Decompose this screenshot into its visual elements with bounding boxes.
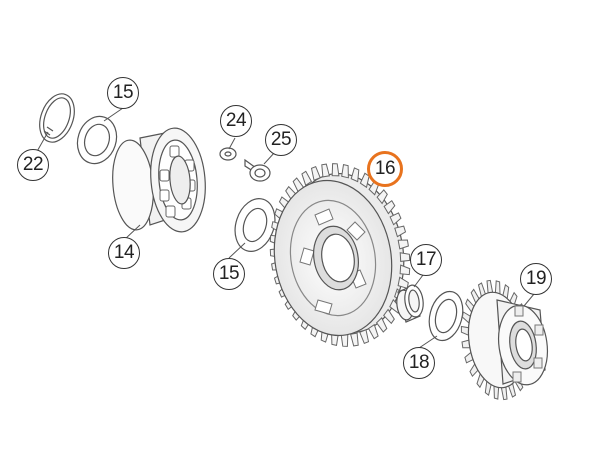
gear-tooth [341, 163, 349, 179]
gear-tooth [494, 280, 501, 295]
gear-tooth [500, 386, 508, 401]
gear-tooth [493, 385, 500, 400]
gear-tooth [340, 333, 349, 347]
gear-tooth [367, 323, 379, 340]
callout-15-top[interactable]: 15 [107, 77, 139, 109]
gear-tooth [350, 167, 360, 183]
part-15-washer-lower [234, 198, 276, 252]
callout-18[interactable]: 18 [403, 347, 435, 379]
part-25-bolt [244, 158, 271, 182]
gear-tooth [460, 325, 470, 336]
callout-14[interactable]: 14 [108, 237, 140, 269]
part-22-circlip [39, 93, 75, 143]
callout-16-highlighted[interactable]: 16 [367, 151, 403, 187]
callout-25[interactable]: 25 [265, 124, 297, 156]
part-19-dog-gear [460, 279, 549, 401]
callout-17[interactable]: 17 [410, 244, 442, 276]
gear-tooth [399, 264, 411, 276]
callout-15-lower[interactable]: 15 [213, 258, 245, 290]
callout-24[interactable]: 24 [220, 105, 252, 137]
gear-tooth [486, 279, 494, 294]
gear-tooth [394, 225, 407, 238]
gear-tooth [376, 189, 388, 205]
gear-tooth [399, 252, 411, 262]
part-16-large-gear [269, 163, 411, 347]
gear-tooth [321, 163, 331, 178]
gear-tooth [375, 317, 388, 333]
callout-19[interactable]: 19 [520, 263, 552, 295]
gear-tooth [310, 165, 321, 181]
part-18-thrust-washer [428, 290, 464, 342]
gear-tooth [301, 170, 313, 187]
gear-tooth [397, 239, 409, 250]
gear-tooth [331, 163, 340, 177]
gear-tooth [359, 329, 370, 345]
gear-tooth [349, 332, 359, 347]
gear-tooth [389, 212, 402, 226]
part-17-bushing [396, 284, 424, 323]
gear-tooth [383, 199, 396, 215]
part-14-bearing [112, 127, 206, 233]
part-15-washer-top [76, 115, 118, 165]
gear-tooth [383, 308, 395, 325]
part-24-small-washer [219, 147, 237, 161]
callout-22[interactable]: 22 [17, 149, 49, 181]
